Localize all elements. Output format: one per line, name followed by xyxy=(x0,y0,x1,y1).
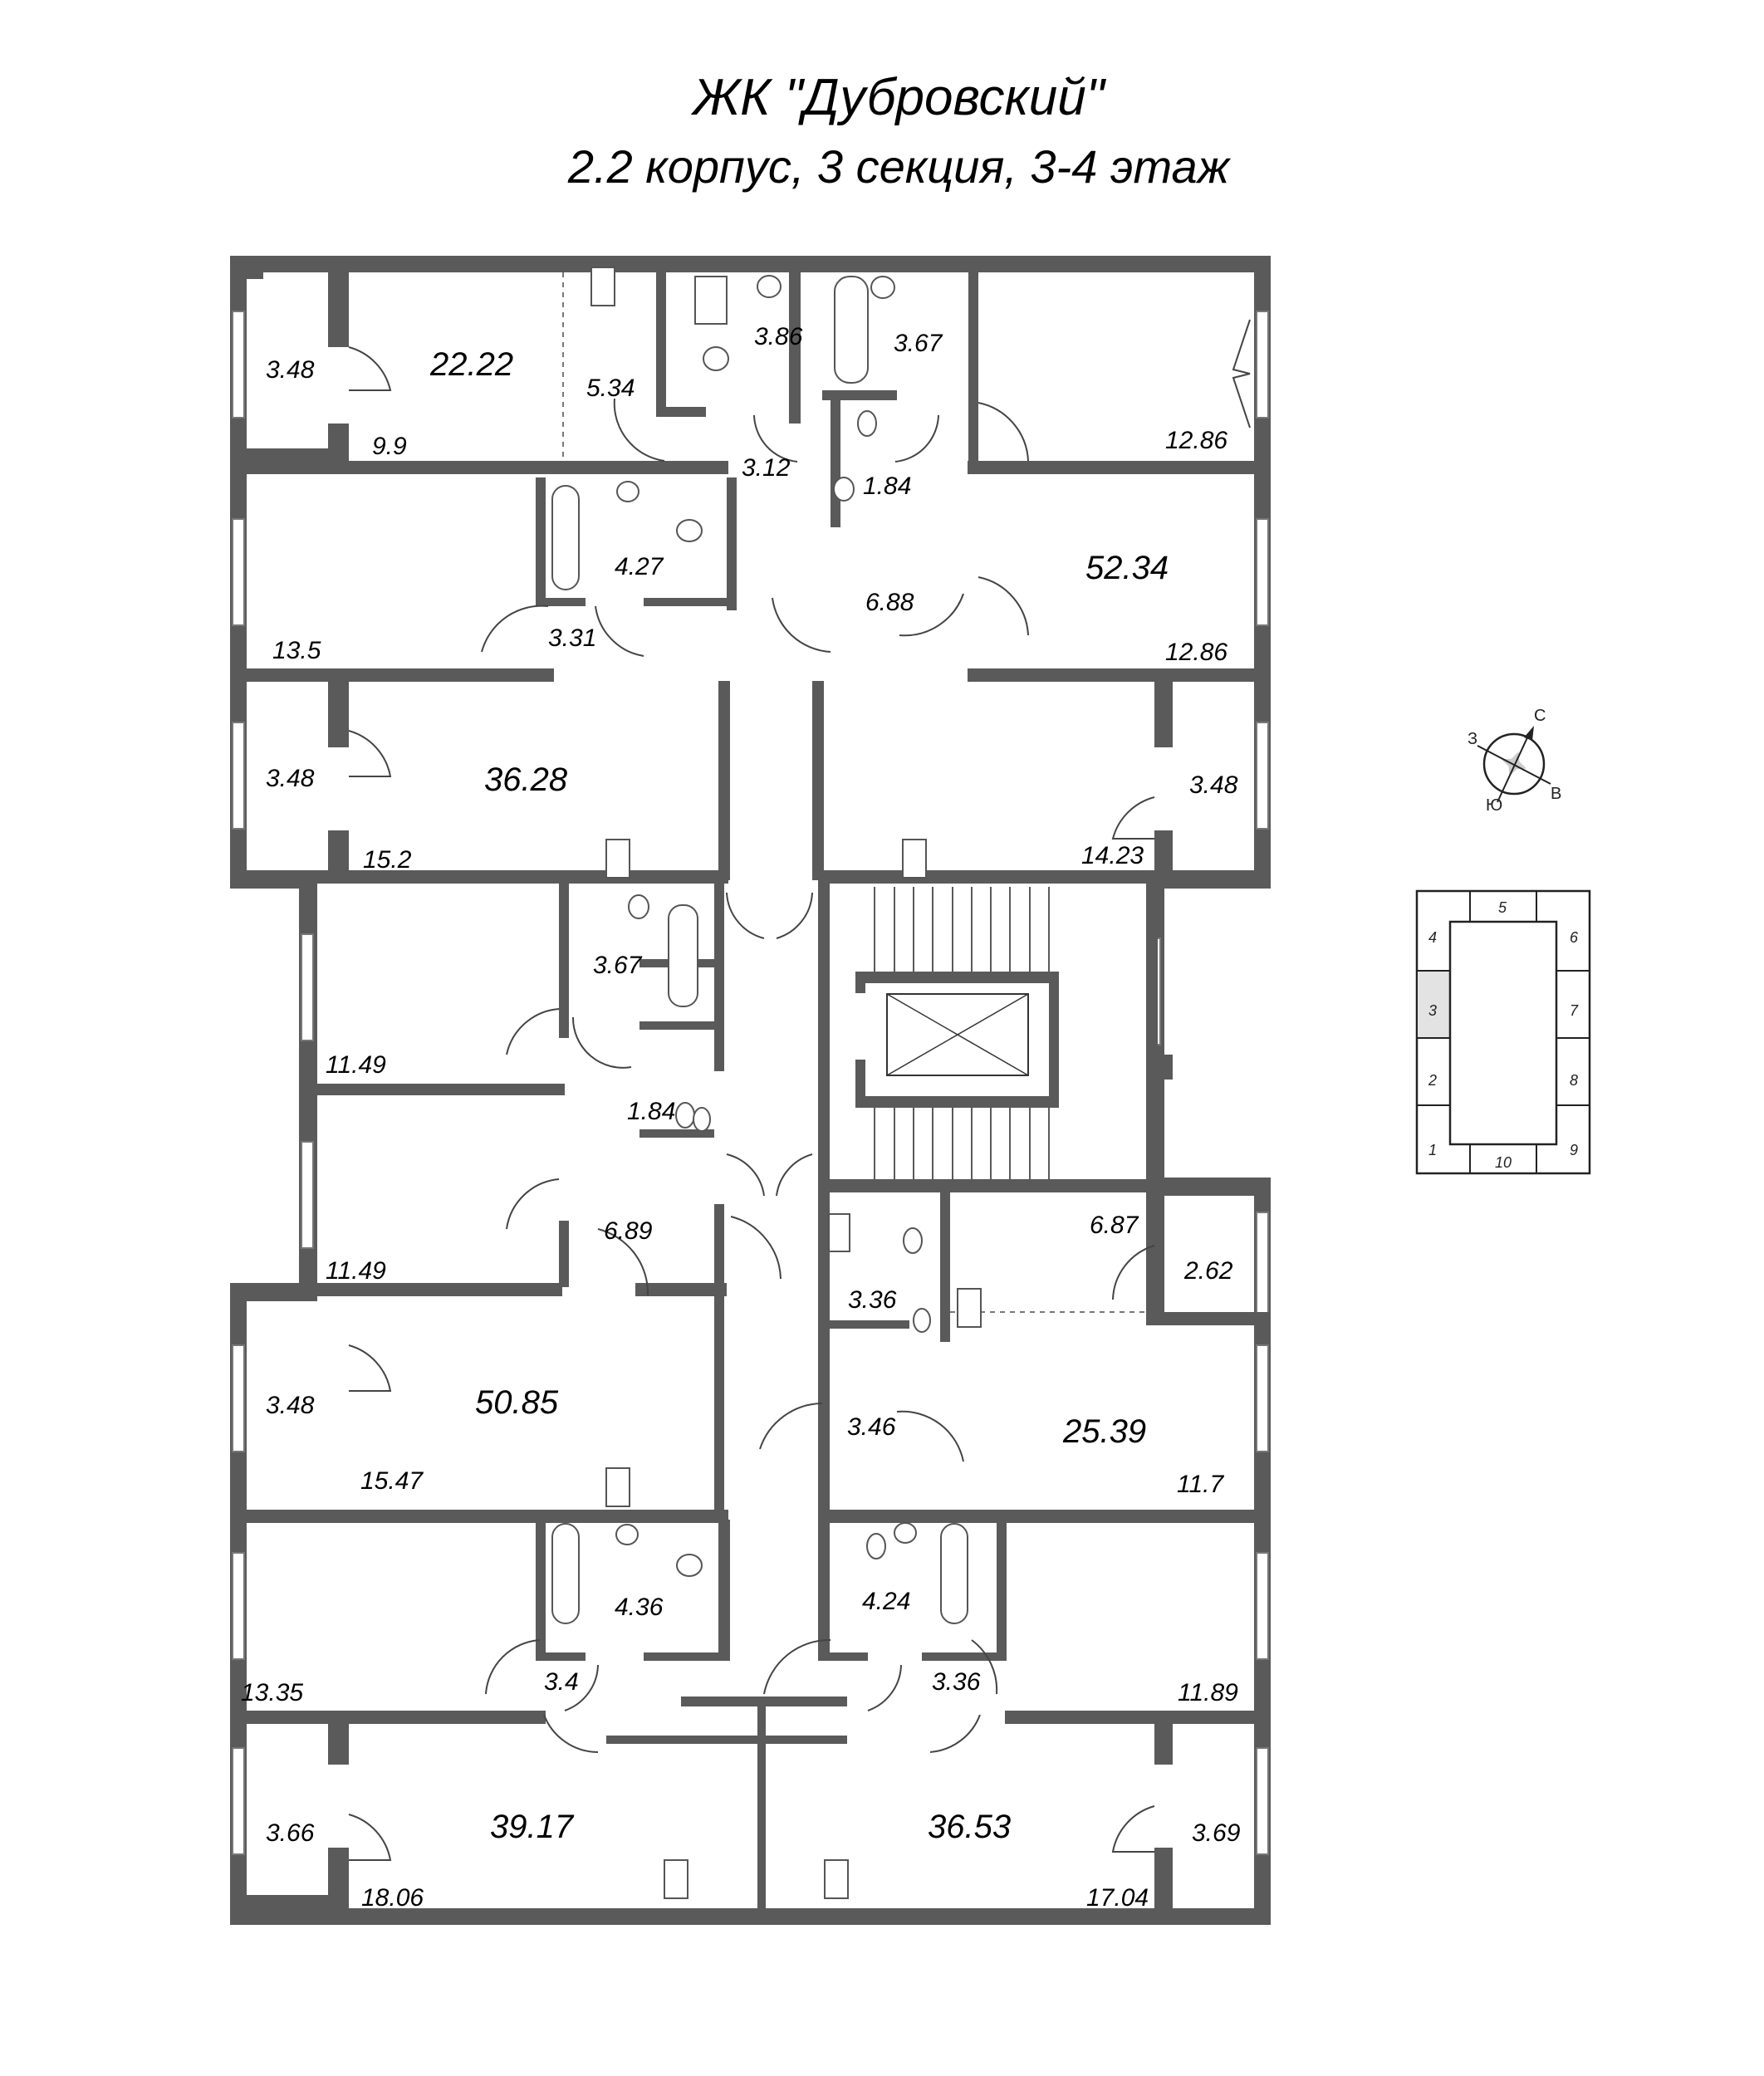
area-label: 4.27 xyxy=(615,553,664,580)
compass-south: Ю xyxy=(1486,796,1502,815)
area-label: 3.31 xyxy=(548,624,596,652)
elevator-shaft xyxy=(886,993,1029,1076)
area-label: 4.36 xyxy=(615,1594,664,1621)
area-label: 3.48 xyxy=(266,1392,315,1419)
area-label: 3.36 xyxy=(848,1286,897,1314)
area-label: 1.84 xyxy=(627,1098,675,1125)
area-label: 13.35 xyxy=(241,1679,303,1706)
area-label: 3.48 xyxy=(266,356,315,384)
area-label: 11.7 xyxy=(1177,1471,1224,1498)
compass-rose: С Ю З В xyxy=(1468,707,1561,815)
building-section-floor-subtitle: 2.2 корпус, 3 секция, 3-4 этаж xyxy=(567,140,1230,193)
area-label: 6.89 xyxy=(604,1217,653,1245)
staircase xyxy=(874,887,1050,1187)
compass-north: С xyxy=(1534,707,1546,725)
area-label: 3.67 xyxy=(593,952,643,979)
apartment-total-area: 36.53 xyxy=(928,1809,1011,1845)
section-number: 8 xyxy=(1570,1072,1578,1089)
area-label: 15.2 xyxy=(363,846,412,874)
doors xyxy=(348,319,1251,1861)
section-key-plan: 1 2 3 4 5 6 7 8 9 10 xyxy=(1415,889,1591,1175)
area-label: 11.89 xyxy=(1178,1679,1238,1706)
section-number: 2 xyxy=(1428,1072,1437,1089)
area-label: 12.86 xyxy=(1165,639,1227,666)
complex-title: ЖК "Дубровский" xyxy=(693,69,1105,126)
north-arrow-icon xyxy=(1524,726,1534,741)
area-label: 12.86 xyxy=(1165,427,1227,454)
section-number: 9 xyxy=(1570,1142,1578,1158)
area-label: 11.49 xyxy=(326,1257,386,1285)
section-number: 10 xyxy=(1495,1154,1512,1171)
section-number: 4 xyxy=(1428,929,1437,946)
apartment-total-area: 50.85 xyxy=(475,1384,559,1421)
section-number: 7 xyxy=(1570,1002,1579,1019)
apartment-total-area: 39.17 xyxy=(490,1809,575,1845)
area-label: 6.87 xyxy=(1090,1212,1139,1239)
zone-dividers xyxy=(562,272,1146,1313)
apartment-total-area: 52.34 xyxy=(1085,550,1169,586)
area-label: 3.66 xyxy=(266,1819,315,1847)
area-label: 3.69 xyxy=(1192,1819,1241,1847)
area-label: 4.24 xyxy=(862,1588,910,1615)
area-label: 1.84 xyxy=(863,472,911,500)
area-label: 17.04 xyxy=(1086,1884,1149,1912)
fixtures xyxy=(551,267,982,1899)
apartment-total-area: 22.22 xyxy=(429,346,513,383)
area-label: 6.88 xyxy=(865,589,914,616)
area-label: 15.47 xyxy=(360,1467,424,1495)
area-label: 14.23 xyxy=(1081,842,1144,869)
area-label: 11.49 xyxy=(326,1051,386,1079)
compass-circle-icon xyxy=(1482,732,1546,796)
area-label: 3.46 xyxy=(847,1413,896,1441)
area-label: 3.67 xyxy=(894,330,943,357)
area-label: 3.36 xyxy=(932,1668,981,1696)
section-number: 1 xyxy=(1428,1142,1437,1158)
area-label: 18.06 xyxy=(361,1884,424,1912)
area-label: 3.12 xyxy=(742,454,791,482)
area-labels: 3.48 22.22 9.9 5.34 3.86 3.67 12.86 3.12… xyxy=(241,323,1241,1912)
interior-walls xyxy=(230,266,1271,1910)
section-number: 5 xyxy=(1498,899,1507,916)
compass-east: В xyxy=(1551,785,1561,803)
section-number: 6 xyxy=(1570,929,1579,946)
apartment-total-area: 25.39 xyxy=(1062,1413,1146,1450)
area-label: 13.5 xyxy=(272,637,321,664)
area-label: 3.4 xyxy=(544,1668,579,1696)
area-label: 3.86 xyxy=(754,323,803,350)
area-label: 5.34 xyxy=(586,375,635,402)
area-label: 3.48 xyxy=(1189,771,1238,799)
area-label: 9.9 xyxy=(372,433,407,460)
area-label: 2.62 xyxy=(1183,1257,1233,1285)
compass-west: З xyxy=(1468,730,1477,748)
windows xyxy=(232,311,1269,1855)
area-label: 3.48 xyxy=(266,765,315,792)
apartment-total-area: 36.28 xyxy=(484,761,568,798)
section-number: 3 xyxy=(1428,1002,1437,1019)
